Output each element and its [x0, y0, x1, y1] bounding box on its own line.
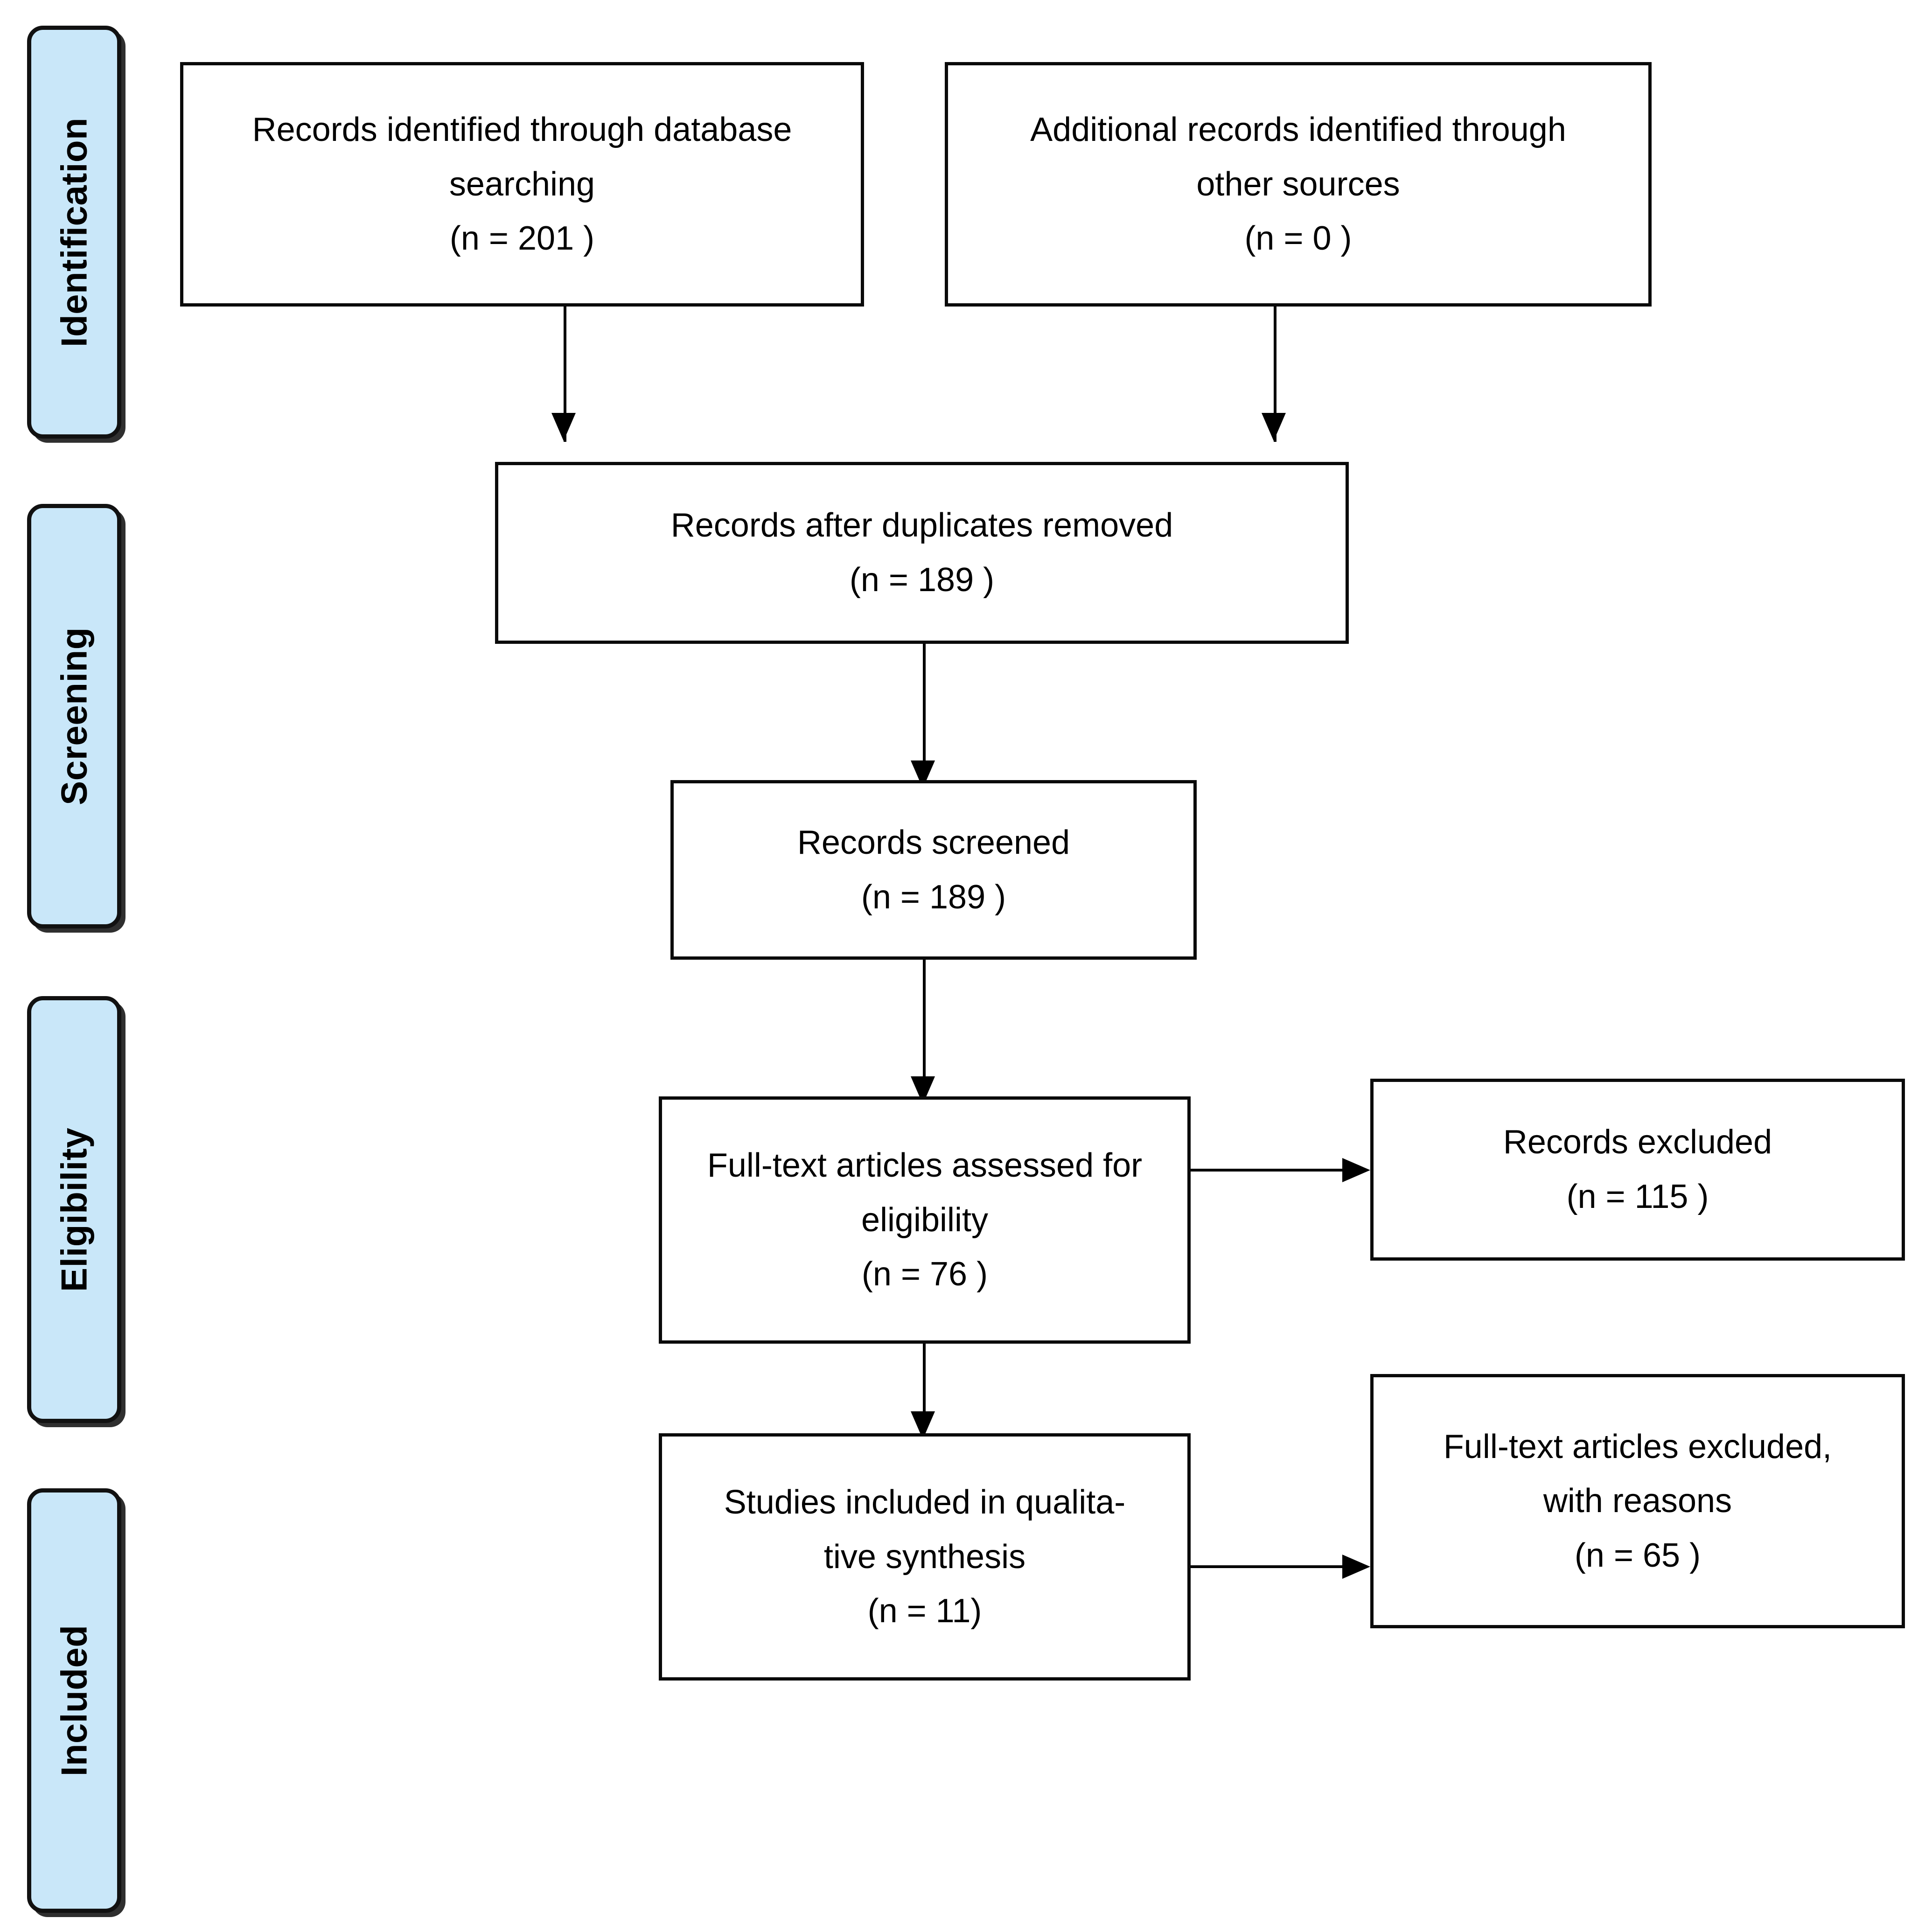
phase-tab-eligibility: Eligibility	[27, 996, 121, 1423]
phase-tab-included: Included	[27, 1488, 121, 1913]
phase-tab-identification: Identification	[27, 26, 121, 439]
box-line-count: (n = 0 )	[1244, 220, 1352, 258]
box-line-count: (n = 65 )	[1574, 1536, 1701, 1574]
connector-identified-to-duplicates	[564, 307, 566, 442]
arrowhead-included-to-fulltext-excluded	[1342, 1555, 1370, 1579]
connector-screened-to-fulltext	[923, 960, 926, 1104]
box-line-count: (n = 76 )	[861, 1255, 988, 1293]
box-full-text-excluded-with-reasons: Full-text articles excluded, with reason…	[1370, 1374, 1905, 1628]
connector-duplicates-to-screened	[923, 644, 926, 788]
box-line: Studies included in qualita-	[724, 1484, 1126, 1521]
box-line: Records after duplicates removed	[670, 507, 1173, 544]
box-line-count: (n = 189 )	[849, 561, 995, 599]
box-line: Full-text articles excluded,	[1443, 1428, 1832, 1465]
box-records-excluded: Records excluded (n = 115 )	[1370, 1079, 1905, 1261]
box-records-identified-database: Records identified through database sear…	[180, 62, 864, 307]
box-line: Records excluded	[1503, 1123, 1772, 1161]
phase-label-eligibility: Eligibility	[53, 1127, 95, 1292]
box-line: tive synthesis	[823, 1538, 1026, 1576]
box-line-count: (n = 201 )	[449, 220, 595, 258]
arrowhead-fulltext-to-excluded	[1342, 1158, 1370, 1182]
box-line: Additional records identified through	[1030, 111, 1566, 149]
box-line: eligibility	[861, 1201, 989, 1239]
connector-other-sources-to-duplicates	[1274, 307, 1276, 442]
box-line: searching	[449, 165, 595, 203]
box-line-count: (n = 11)	[867, 1592, 982, 1630]
box-line-count: (n = 115 )	[1566, 1178, 1709, 1215]
connector-fulltext-to-excluded	[1191, 1169, 1342, 1172]
box-line: Records screened	[797, 823, 1070, 861]
phase-label-identification: Identification	[53, 117, 95, 347]
box-full-text-assessed-eligibility: Full-text articles assessed for eligibil…	[659, 1096, 1191, 1344]
box-records-screened: Records screened (n = 189 )	[670, 780, 1197, 960]
box-line: Records identified through database	[252, 111, 792, 149]
box-line: other sources	[1196, 165, 1400, 203]
arrowhead-identified-to-duplicates	[551, 413, 576, 441]
phase-label-included: Included	[53, 1625, 95, 1777]
box-additional-records-other-sources: Additional records identified through ot…	[945, 62, 1652, 307]
box-line: Full-text articles assessed for	[707, 1147, 1143, 1185]
connector-included-to-fulltext-excluded	[1191, 1565, 1342, 1568]
phase-tab-screening: Screening	[27, 504, 121, 928]
box-line: with reasons	[1543, 1482, 1732, 1520]
phase-label-screening: Screening	[53, 627, 95, 805]
box-line-count: (n = 189 )	[861, 878, 1006, 916]
box-studies-included-qualitative-synthesis: Studies included in qualita- tive synthe…	[659, 1433, 1191, 1681]
box-records-after-duplicates-removed: Records after duplicates removed (n = 18…	[495, 462, 1349, 644]
arrowhead-other-sources-to-duplicates	[1262, 413, 1286, 441]
connector-fulltext-to-included	[923, 1344, 926, 1439]
